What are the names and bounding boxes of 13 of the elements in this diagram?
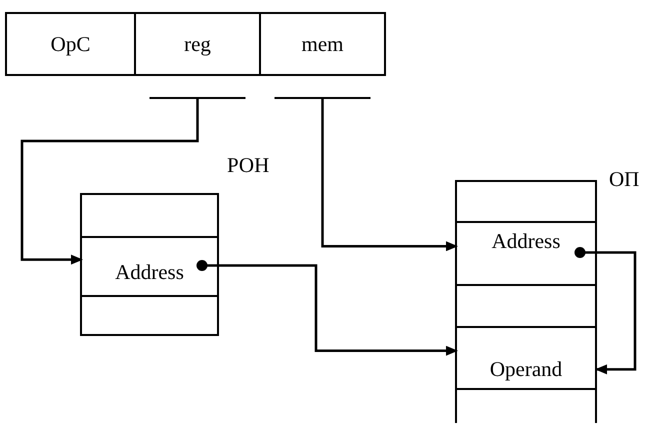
memory-cell [82, 295, 217, 336]
instruction-field: reg [134, 12, 261, 76]
cell-label: Address [115, 260, 184, 285]
arrow [196, 260, 458, 356]
instruction-field: mem [259, 12, 386, 76]
memory-title: РОН [227, 153, 270, 178]
arrow [20, 98, 199, 265]
instruction-field: OpC [5, 12, 136, 76]
memory-title: ОП [609, 167, 640, 192]
arrow [321, 98, 458, 252]
cell-label: Address [492, 229, 560, 254]
arrow [574, 247, 636, 374]
cell-label: Operand [490, 357, 562, 382]
